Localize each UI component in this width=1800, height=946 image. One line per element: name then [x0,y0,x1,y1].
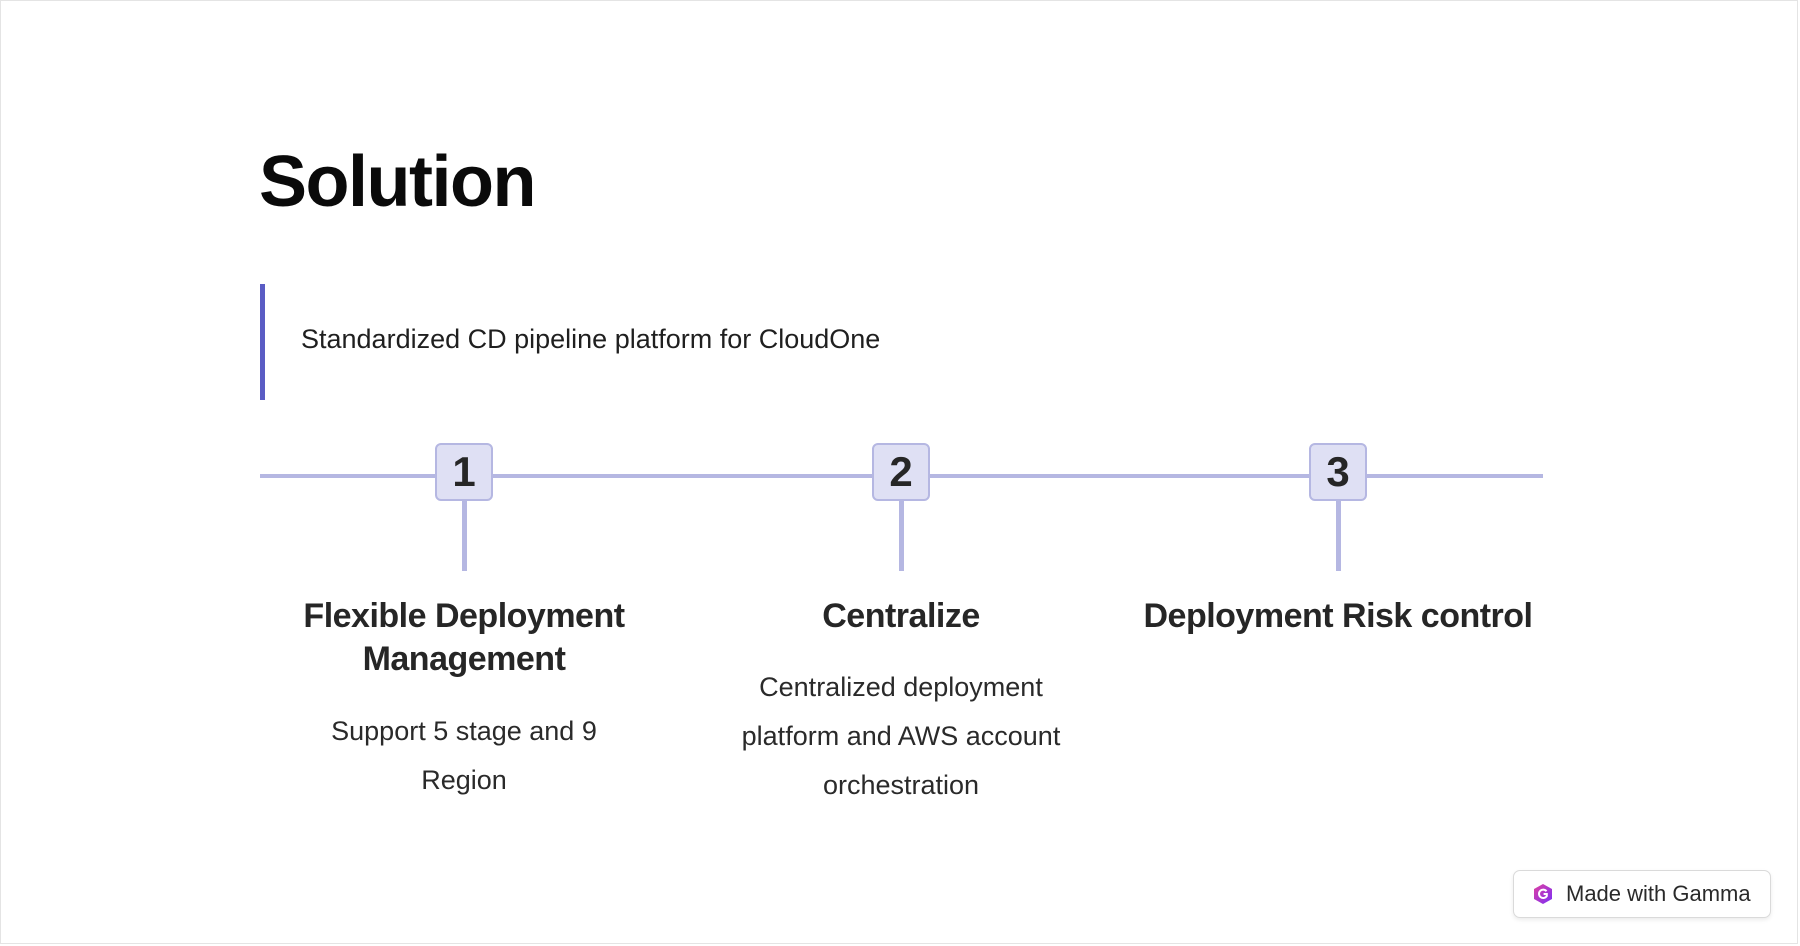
timeline-step-2: 2 Centralize Centralized deployment plat… [683,443,1119,863]
step-number-badge: 2 [872,443,930,501]
callout-text: Standardized CD pipeline platform for Cl… [301,324,881,354]
step-number-badge: 1 [435,443,493,501]
page-title: Solution [259,142,536,222]
step-description: Centralized deployment platform and AWS … [741,672,1061,800]
callout-blockquote: Standardized CD pipeline platform for Cl… [260,284,1160,400]
step-connector [462,501,467,571]
step-title: Centralize [822,597,980,635]
timeline-step-1: 1 Flexible Deployment Management Support… [246,443,682,863]
gamma-logo-icon [1532,883,1554,905]
step-title: Flexible Deployment Management [303,597,625,678]
step-connector [1336,501,1341,571]
step-number-badge: 3 [1309,443,1367,501]
made-with-gamma-label: Made with Gamma [1566,881,1751,906]
step-title: Deployment Risk control [1143,597,1533,635]
step-connector [899,501,904,571]
timeline-step-3: 3 Deployment Risk control [1120,443,1556,863]
step-description: Support 5 stage and 9 Region [331,716,597,795]
made-with-gamma-button[interactable]: Made with Gamma [1513,870,1771,918]
